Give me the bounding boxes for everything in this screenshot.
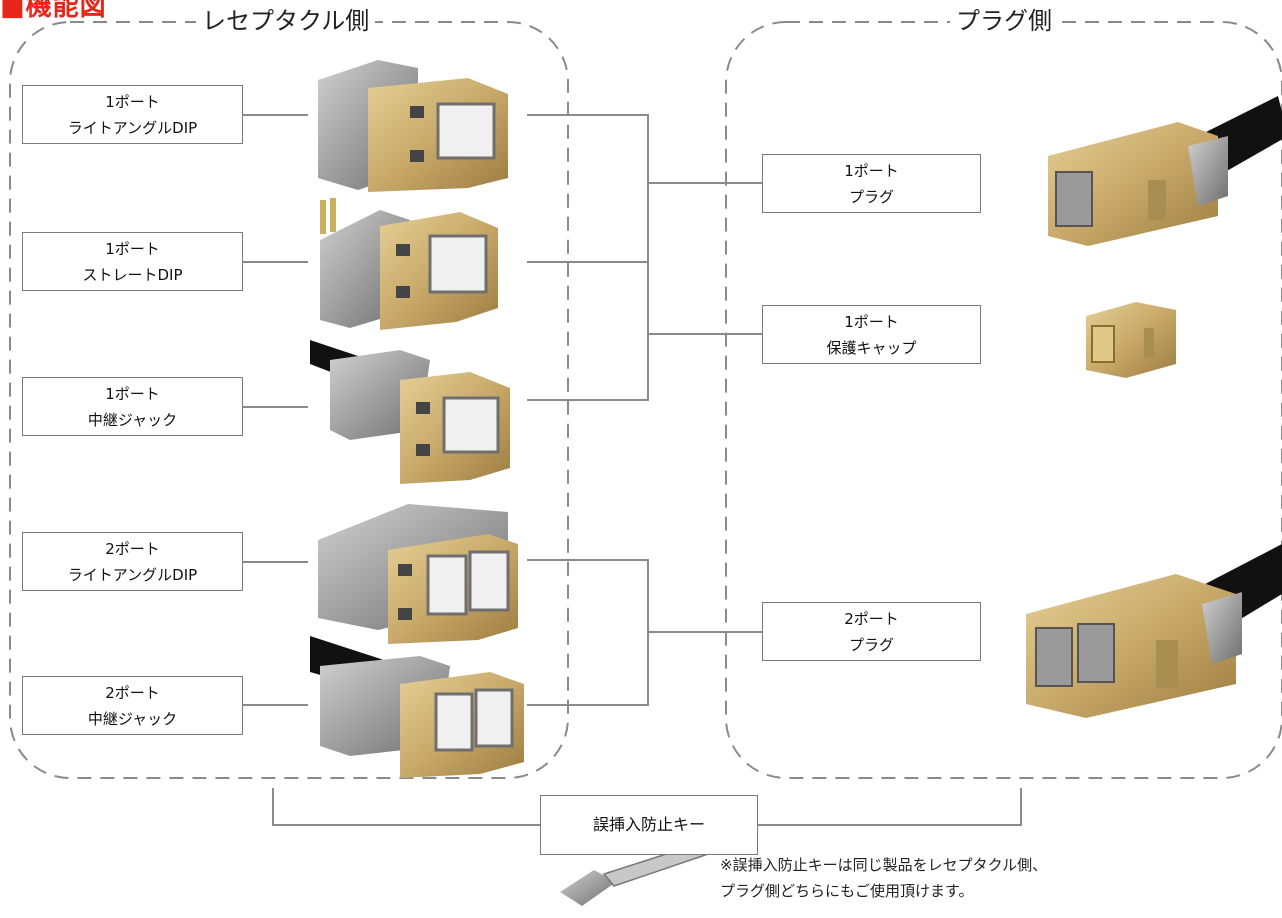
plug-group-title: プラグ側 [950, 6, 1058, 36]
polarizing-key-box: 誤挿入防止キー [540, 795, 758, 855]
item-label-line1: 1ポート [105, 92, 160, 111]
receptacle-2port-right-angle-image [318, 504, 518, 644]
connection-lines-2port [527, 559, 762, 706]
item-label-line2: プラグ [848, 635, 894, 654]
plug-item-1port-cap: 1ポート 保護キャップ [762, 305, 981, 364]
receptacle-item-2port-relay-jack: 2ポート 中継ジャック [22, 676, 243, 735]
key-note-line2: プラグ側どちらにもご使用頂けます。 [720, 882, 974, 900]
item-label-line1: 1ポート [105, 239, 160, 258]
connection-lines-1port [527, 114, 762, 401]
key-label: 誤挿入防止キー [592, 815, 705, 834]
plug-2port-image [1026, 544, 1282, 718]
item-label-line2: 中継ジャック [87, 410, 178, 429]
receptacle-1port-straight-image [320, 198, 498, 330]
receptacle-item-1port-right-angle-dip: 1ポート ライトアングルDIP [22, 85, 243, 144]
page-title: ■機能図 [0, 0, 107, 22]
receptacle-lead-lines [243, 114, 308, 706]
receptacle-group-title: レセプタクル側 [196, 6, 376, 36]
item-label-line1: 2ポート [844, 609, 899, 628]
key-note: ※誤挿入防止キーは同じ製品をレセプタクル側、 プラグ側どちらにもご使用頂けます。 [720, 852, 1047, 904]
item-label-line1: 1ポート [844, 312, 899, 331]
item-label-line2: ライトアングルDIP [67, 565, 198, 584]
receptacle-1port-relay-jack-image [310, 340, 510, 484]
receptacle-2port-relay-jack-image [310, 636, 524, 778]
plug-1port-image [1048, 96, 1282, 246]
item-label-line2: 中継ジャック [87, 709, 178, 728]
key-note-line1: ※誤挿入防止キーは同じ製品をレセプタクル側、 [720, 856, 1048, 874]
receptacle-item-2port-right-angle-dip: 2ポート ライトアングルDIP [22, 532, 243, 591]
receptacle-item-1port-straight-dip: 1ポート ストレートDIP [22, 232, 243, 291]
item-label-line2: ライトアングルDIP [67, 118, 198, 137]
item-label-line2: 保護キャップ [826, 338, 917, 357]
item-label-line1: 2ポート [105, 539, 160, 558]
item-label-line1: 1ポート [105, 384, 160, 403]
plug-item-1port-plug: 1ポート プラグ [762, 154, 981, 213]
receptacle-1port-right-angle-image [318, 60, 508, 192]
receptacle-item-1port-relay-jack: 1ポート 中継ジャック [22, 377, 243, 436]
item-label-line1: 2ポート [105, 683, 160, 702]
item-label-line2: プラグ [848, 187, 894, 206]
plug-item-2port-plug: 2ポート プラグ [762, 602, 981, 661]
item-label-line2: ストレートDIP [82, 265, 183, 284]
item-label-line1: 1ポート [844, 161, 899, 180]
plug-1port-cap-image [1086, 302, 1176, 378]
